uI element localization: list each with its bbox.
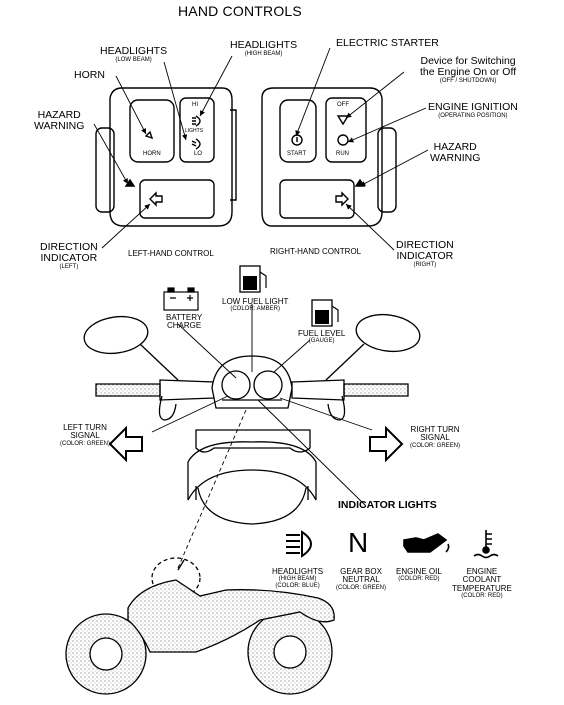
switch-hi-label: HI xyxy=(192,102,198,108)
ignition-sub: (OPERATING POSITION) xyxy=(438,113,508,120)
left-turn-line1: LEFT TURN xyxy=(63,423,107,432)
direction-right-line1: DIRECTION xyxy=(396,239,454,251)
indicator-coolant-line3: TEMPERATURE xyxy=(452,583,512,593)
switch-off-label: OFF xyxy=(337,102,349,108)
battery-icon xyxy=(163,287,199,311)
switch-run-label: RUN xyxy=(336,151,349,157)
fuel-level-sub: (GAUGE) xyxy=(308,338,335,345)
battery-line2: CHARGE xyxy=(166,321,202,331)
indicator-neutral-sub1: (COLOR: GREEN) xyxy=(336,584,387,591)
switch-lights-label: LIGHTS xyxy=(185,128,204,134)
gearbox-neutral-icon: N xyxy=(348,527,369,558)
battery-charge-label: BATTERY CHARGE xyxy=(166,313,203,331)
left-turn-label: LEFT TURN SIGNAL (COLOR: GREEN) xyxy=(60,423,111,447)
page-title: HAND CONTROLS xyxy=(178,3,302,19)
left-hand-control xyxy=(95,87,237,227)
motorcycle-side-view xyxy=(65,557,335,695)
headlights-high-text: HEADLIGHTS xyxy=(230,39,298,51)
dash-leader-lines xyxy=(151,304,373,569)
indicator-oil-line1: ENGINE OIL xyxy=(396,567,442,576)
headlight-high-beam-icon xyxy=(286,530,312,558)
kill-switch-label: Device for Switching the Engine On or Of… xyxy=(420,55,517,85)
hazard-right-line1: HAZARD xyxy=(433,141,477,153)
fuel-level-label: FUEL LEVEL (GAUGE) xyxy=(298,329,346,345)
low-fuel-text: LOW FUEL LIGHT xyxy=(222,297,289,306)
horn-label: HORN xyxy=(74,69,105,81)
indicator-headlights-sub2: (COLOR: BLUE) xyxy=(275,582,320,589)
fuel-level-text: FUEL LEVEL xyxy=(298,329,346,338)
headlights-low-text: HEADLIGHTS xyxy=(100,45,168,57)
low-fuel-label: LOW FUEL LIGHT (COLOR: AMBER) xyxy=(222,297,289,313)
fuel-gauge-icon xyxy=(311,299,339,327)
right-turn-arrow-icon xyxy=(369,425,404,463)
indicator-neutral-label: GEAR BOX NEUTRAL (COLOR: GREEN) xyxy=(336,567,387,591)
ignition-label: ENGINE IGNITION (OPERATING POSITION) xyxy=(428,101,518,120)
coolant-temperature-icon xyxy=(473,530,499,559)
indicator-oil-sub1: (COLOR: RED) xyxy=(398,576,440,583)
indicator-lights-heading: INDICATOR LIGHTS xyxy=(338,499,437,511)
kill-switch-sub: (OFF / SHUTDOWN) xyxy=(439,78,497,85)
direction-left-line2: INDICATOR xyxy=(40,252,98,265)
direction-left-label: DIRECTION INDICATOR (LEFT) xyxy=(40,241,98,271)
indicator-oil-label: ENGINE OIL (COLOR: RED) xyxy=(396,567,442,583)
left-turn-sub: (COLOR: GREEN) xyxy=(60,440,111,447)
hazard-right-line2: WARNING xyxy=(430,152,481,165)
hazard-left-line2: WARNING xyxy=(34,120,85,133)
battery-line1: BATTERY xyxy=(166,313,203,322)
headlights-high-label: HEADLIGHTS (HIGH BEAM) xyxy=(230,39,298,58)
indicator-headlights-sub1: (HIGH BEAM) xyxy=(278,576,317,583)
right-control-caption: RIGHT-HAND CONTROL xyxy=(270,247,362,256)
right-turn-line2: SIGNAL xyxy=(420,433,450,443)
hazard-left-line1: HAZARD xyxy=(37,109,81,121)
low-fuel-icon xyxy=(239,265,267,293)
kill-switch-line2: the Engine On or Off xyxy=(420,66,517,79)
direction-left-line1: DIRECTION xyxy=(40,241,98,253)
kill-switch-line1: Device for Switching xyxy=(420,55,516,67)
right-turn-line1: RIGHT TURN xyxy=(410,425,460,434)
left-turn-line2: SIGNAL xyxy=(70,431,100,441)
indicator-headlights-label: HEADLIGHTS (HIGH BEAM) (COLOR: BLUE) xyxy=(272,567,324,589)
switch-horn-label: HORN xyxy=(143,151,161,157)
indicator-neutral-line2: NEUTRAL xyxy=(342,575,380,585)
low-fuel-sub: (COLOR: AMBER) xyxy=(230,306,281,313)
direction-right-line2: INDICATOR xyxy=(396,250,454,263)
motorcycle-front-view xyxy=(83,313,421,525)
electric-starter-label: ELECTRIC STARTER xyxy=(336,37,439,49)
hazard-left-label: HAZARD WARNING xyxy=(34,109,85,133)
indicator-headlights-line1: HEADLIGHTS xyxy=(272,567,324,576)
indicator-coolant-label: ENGINE COOLANT TEMPERATURE (COLOR: RED) xyxy=(452,567,512,600)
headlights-low-sub: (LOW BEAM) xyxy=(115,57,152,64)
direction-right-sub: (RIGHT) xyxy=(413,262,437,269)
indicator-coolant-line1: ENGINE xyxy=(466,567,498,576)
direction-left-sub: (LEFT) xyxy=(59,264,79,271)
indicator-coolant-sub1: (COLOR: RED) xyxy=(461,593,503,600)
engine-oil-icon xyxy=(403,533,450,553)
switch-start-label: START xyxy=(287,151,307,157)
left-turn-arrow-icon xyxy=(108,425,143,463)
indicator-coolant-line2: COOLANT xyxy=(462,575,502,585)
right-turn-sub: (COLOR: GREEN) xyxy=(410,442,461,449)
direction-right-label: DIRECTION INDICATOR (RIGHT) xyxy=(396,239,454,269)
headlights-low-label: HEADLIGHTS (LOW BEAM) xyxy=(100,45,168,64)
right-turn-label: RIGHT TURN SIGNAL (COLOR: GREEN) xyxy=(410,425,461,449)
switch-lo-label: LO xyxy=(194,151,203,157)
indicator-neutral-line1: GEAR BOX xyxy=(340,567,382,576)
hazard-right-label: HAZARD WARNING xyxy=(430,141,481,165)
leader-lines xyxy=(93,47,429,251)
headlights-high-sub: (HIGH BEAM) xyxy=(244,51,283,58)
left-control-caption: LEFT-HAND CONTROL xyxy=(128,249,214,258)
ignition-text: ENGINE IGNITION xyxy=(428,101,518,113)
right-hand-control xyxy=(261,87,397,227)
